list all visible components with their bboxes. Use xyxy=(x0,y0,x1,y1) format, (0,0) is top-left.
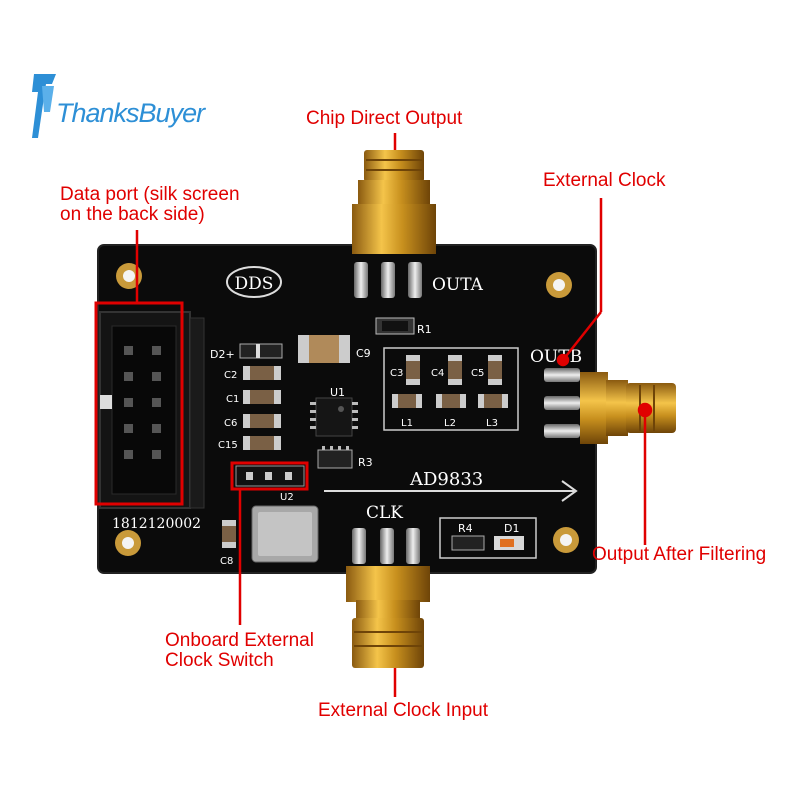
chip-label: AD9833 xyxy=(409,469,483,490)
sma-connector-outb xyxy=(544,368,676,444)
data-port-highlight xyxy=(94,301,184,506)
l2-label: L2 xyxy=(444,418,456,429)
r4-d1-block xyxy=(439,517,537,559)
c3-label: C3 xyxy=(390,368,403,379)
l1-label: L1 xyxy=(401,418,413,429)
callout-data-port-line1: Data port (silk screen xyxy=(60,184,240,205)
filter-inductors xyxy=(392,394,508,408)
u2-label: U2 xyxy=(280,492,294,503)
c4-label: C4 xyxy=(431,368,444,379)
clock-switch-highlight xyxy=(230,461,309,491)
sma-connector-outa xyxy=(352,150,436,298)
r4-label: R4 xyxy=(458,522,473,535)
outb-label: OUTB xyxy=(530,347,582,367)
c15-label: C15 xyxy=(218,440,238,451)
brand-logo-icon xyxy=(32,74,56,138)
outa-label: OUTA xyxy=(432,275,484,295)
filter-block xyxy=(383,347,519,431)
dds-label: DDS xyxy=(235,274,274,294)
callout-external-clock-input: External Clock Input xyxy=(318,700,489,721)
c8-label: C8 xyxy=(220,556,233,567)
r3-label: R3 xyxy=(358,456,373,469)
sma-connector-clk xyxy=(346,528,430,668)
serial-number: 1812120002 xyxy=(112,516,201,532)
l3-label: L3 xyxy=(486,418,498,429)
brand-logo: ThanksBuyer xyxy=(56,98,205,128)
callout-data-port-line2: on the back side) xyxy=(60,204,205,225)
clk-label: CLK xyxy=(366,503,403,523)
callout-clock-switch-line2: Clock Switch xyxy=(165,650,274,671)
c2-label: C2 xyxy=(224,370,237,381)
d1-label: D1 xyxy=(504,522,519,535)
d2-label: D2+ xyxy=(210,348,235,361)
c6-label: C6 xyxy=(224,418,237,429)
data-port-header xyxy=(99,311,205,509)
u1-label: U1 xyxy=(330,386,345,399)
callout-chip-direct-output: Chip Direct Output xyxy=(306,108,463,129)
c1-label: C1 xyxy=(226,394,239,405)
capacitor-column xyxy=(243,366,281,450)
c9-label: C9 xyxy=(356,347,371,360)
callout-output-after-filtering: Output After Filtering xyxy=(592,544,767,565)
callout-external-clock: External Clock xyxy=(543,170,666,191)
callout-clock-switch-line1: Onboard External xyxy=(165,630,314,651)
u1-chip xyxy=(315,397,353,437)
dds-logo xyxy=(226,266,282,298)
filter-capacitors xyxy=(406,355,502,385)
r1-label: R1 xyxy=(417,323,432,336)
mounting-holes xyxy=(115,263,579,556)
c5-label: C5 xyxy=(471,368,484,379)
